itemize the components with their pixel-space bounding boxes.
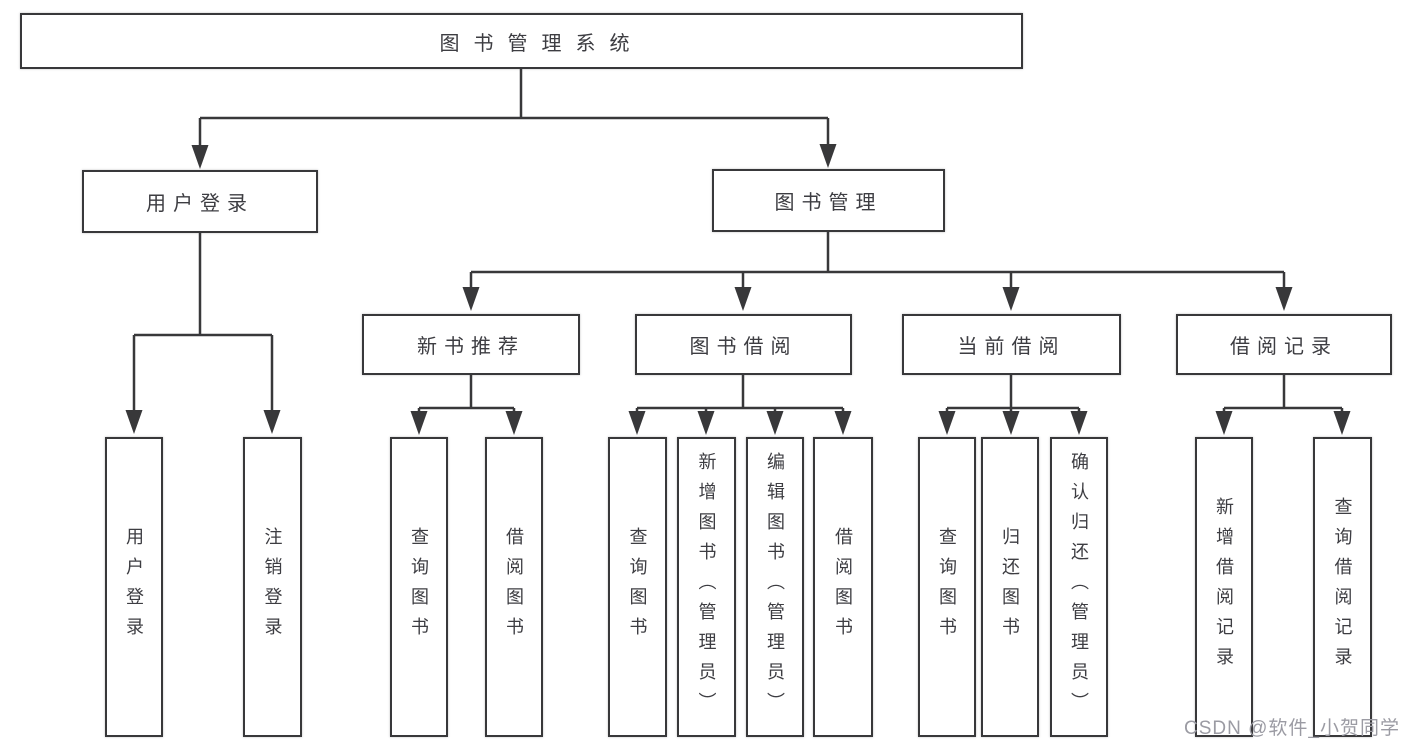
leaf-recommend-borrow-books-label: 借阅图书 <box>504 527 524 647</box>
leaf-recommend-query-books-label: 查询图书 <box>409 527 429 647</box>
leaf-records-add-record: 新增借阅记录 <box>1195 437 1253 737</box>
leaf-current-confirm-return-admin: 确认归还（管理员） <box>1050 437 1108 737</box>
leaf-recommend-query-books: 查询图书 <box>390 437 448 737</box>
csdn-watermark: CSDN @软件_小贺同学 <box>1184 718 1400 739</box>
leaf-borrow-edit-books-admin-label: 编辑图书（管理员） <box>765 452 785 722</box>
leaf-borrow-add-books-admin: 新增图书（管理员） <box>677 437 736 737</box>
leaf-current-confirm-return-admin-label: 确认归还（管理员） <box>1069 452 1089 722</box>
node-root-label: 图书管理系统 <box>439 32 644 55</box>
leaf-current-query-books: 查询图书 <box>918 437 976 737</box>
node-book-borrowing: 图书借阅 <box>635 314 852 375</box>
node-new-book-recommend: 新书推荐 <box>362 314 580 375</box>
node-book-management-label: 图书管理 <box>774 192 883 214</box>
node-user-login: 用户登录 <box>82 170 318 233</box>
leaf-user-login: 用户登录 <box>105 437 163 737</box>
node-user-login-label: 用户登录 <box>146 193 254 215</box>
leaf-records-query-record-label: 查询借阅记录 <box>1332 497 1353 677</box>
node-borrowing-records-label: 借阅记录 <box>1230 336 1338 358</box>
leaf-borrow-query-books-label: 查询图书 <box>627 527 648 647</box>
node-book-borrowing-label: 图书借阅 <box>689 336 798 358</box>
leaf-borrow-edit-books-admin: 编辑图书（管理员） <box>746 437 804 737</box>
node-book-management: 图书管理 <box>712 169 945 232</box>
node-current-borrowing-label: 当前借阅 <box>957 336 1066 358</box>
leaf-records-add-record-label: 新增借阅记录 <box>1214 497 1234 677</box>
leaf-current-query-books-label: 查询图书 <box>937 527 957 647</box>
leaf-borrow-add-books-admin-label: 新增图书（管理员） <box>696 452 717 722</box>
leaf-user-login-label: 用户登录 <box>124 527 144 647</box>
leaf-current-return-books-label: 归还图书 <box>1000 527 1020 647</box>
node-new-book-recommend-label: 新书推荐 <box>417 336 525 358</box>
leaf-borrow-query-books: 查询图书 <box>608 437 667 737</box>
leaf-current-return-books: 归还图书 <box>981 437 1039 737</box>
node-root: 图书管理系统 <box>20 13 1023 69</box>
leaf-logout-label: 注销登录 <box>262 527 283 647</box>
leaf-records-query-record: 查询借阅记录 <box>1313 437 1372 737</box>
node-borrowing-records: 借阅记录 <box>1176 314 1392 375</box>
leaf-borrow-borrow-books-label: 借阅图书 <box>833 527 853 647</box>
leaf-logout: 注销登录 <box>243 437 302 737</box>
node-current-borrowing: 当前借阅 <box>902 314 1121 375</box>
leaf-recommend-borrow-books: 借阅图书 <box>485 437 543 737</box>
leaf-borrow-borrow-books: 借阅图书 <box>813 437 873 737</box>
